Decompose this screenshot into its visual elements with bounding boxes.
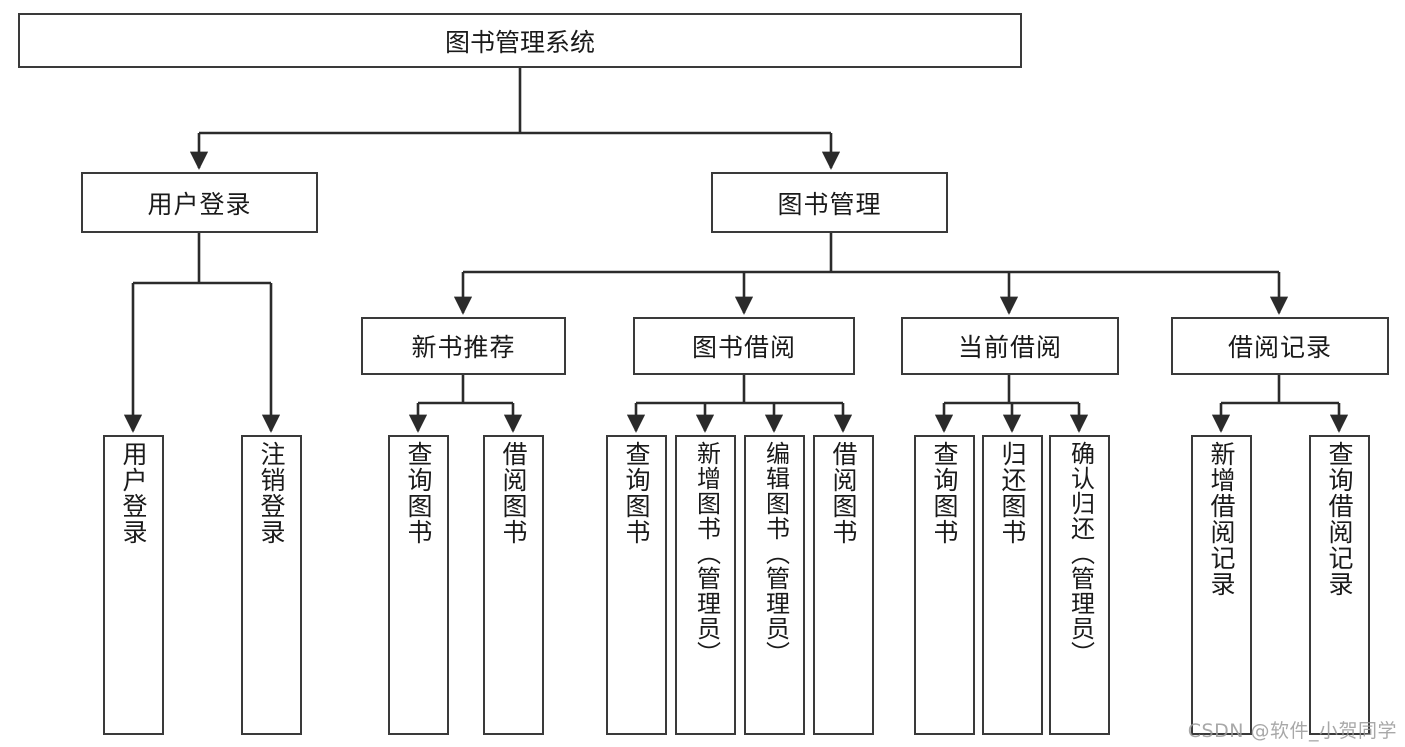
leaf-return-book-label: 归还图书 xyxy=(998,441,1027,545)
leaf-query-book-2-label: 查询图书 xyxy=(622,441,651,545)
leaf-add-book-label: 新增图书（管理员） xyxy=(692,441,721,666)
leaf-borrow-book-1[interactable]: 借阅图书 xyxy=(483,435,544,735)
leaf-query-book-1[interactable]: 查询图书 xyxy=(388,435,449,735)
leaf-borrow-book-2[interactable]: 借阅图书 xyxy=(813,435,874,735)
leaf-borrow-book-1-label: 借阅图书 xyxy=(499,441,528,545)
leaf-user-login-label: 用户登录 xyxy=(119,441,148,545)
node-root-label: 图书管理系统 xyxy=(444,27,595,57)
node-root[interactable]: 图书管理系统 xyxy=(18,13,1022,68)
leaf-logout-login[interactable]: 注销登录 xyxy=(241,435,302,735)
node-new-book-recommend-label: 新书推荐 xyxy=(411,333,516,362)
node-user-login[interactable]: 用户登录 xyxy=(81,172,318,233)
node-book-management-label: 图书管理 xyxy=(777,189,882,219)
node-book-management[interactable]: 图书管理 xyxy=(711,172,948,233)
leaf-query-book-2[interactable]: 查询图书 xyxy=(606,435,667,735)
node-user-login-label: 用户登录 xyxy=(147,189,252,219)
leaf-return-book[interactable]: 归还图书 xyxy=(982,435,1043,735)
leaf-query-record-label: 查询借阅记录 xyxy=(1325,441,1354,597)
leaf-query-record[interactable]: 查询借阅记录 xyxy=(1309,435,1370,735)
node-new-book-recommend[interactable]: 新书推荐 xyxy=(361,317,566,375)
node-book-borrow-label: 图书借阅 xyxy=(691,333,796,362)
leaf-user-login[interactable]: 用户登录 xyxy=(103,435,164,735)
node-current-borrow[interactable]: 当前借阅 xyxy=(901,317,1119,375)
node-book-borrow[interactable]: 图书借阅 xyxy=(633,317,855,375)
leaf-add-record[interactable]: 新增借阅记录 xyxy=(1191,435,1252,735)
node-borrow-record-label: 借阅记录 xyxy=(1227,333,1332,362)
node-borrow-record[interactable]: 借阅记录 xyxy=(1171,317,1389,375)
leaf-borrow-book-2-label: 借阅图书 xyxy=(829,441,858,545)
node-current-borrow-label: 当前借阅 xyxy=(957,333,1062,362)
leaf-query-book-3-label: 查询图书 xyxy=(930,441,959,545)
leaf-confirm-return[interactable]: 确认归还（管理员） xyxy=(1049,435,1110,735)
leaf-edit-book-label: 编辑图书（管理员） xyxy=(761,441,790,666)
leaf-add-record-label: 新增借阅记录 xyxy=(1207,441,1236,597)
leaf-add-book[interactable]: 新增图书（管理员） xyxy=(675,435,736,735)
leaf-edit-book[interactable]: 编辑图书（管理员） xyxy=(744,435,805,735)
watermark: CSDN @软件_小贺同学 xyxy=(1187,720,1397,742)
leaf-query-book-1-label: 查询图书 xyxy=(404,441,433,545)
leaf-logout-login-label: 注销登录 xyxy=(257,441,286,545)
leaf-query-book-3[interactable]: 查询图书 xyxy=(914,435,975,735)
leaf-confirm-return-label: 确认归还（管理员） xyxy=(1066,441,1095,666)
